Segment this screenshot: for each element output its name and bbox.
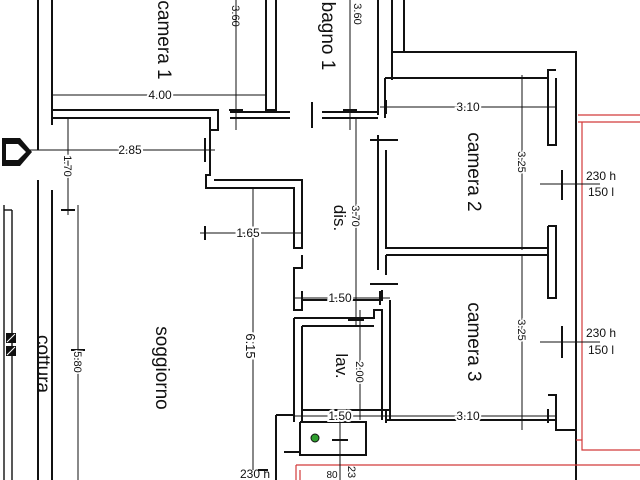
dim-bottom-small2: 80: [326, 470, 338, 480]
dim-cam2-width: 3.10: [456, 100, 480, 114]
window1-length: 150 l: [588, 185, 614, 199]
window2-length: 150 l: [588, 343, 614, 357]
dim-cam3-width: 3.10: [456, 409, 480, 423]
room-label-soggiorno: soggiorno: [151, 326, 172, 409]
dim-living-height: 6.15: [243, 333, 258, 358]
dim-entry-height: 1.70: [61, 155, 73, 176]
room-label-bagno1: bagno 1: [317, 2, 338, 71]
dim-cam2-height: 3.25: [515, 151, 527, 172]
dim-lav-width-bottom: 1.50: [328, 409, 352, 423]
window-labels: 230 h 150 l 230 h 150 l 230 h: [240, 169, 616, 480]
dim-bottom-small: 23: [345, 466, 357, 478]
room-label-cottura: cottura: [32, 335, 53, 394]
dim-dis-height: 3.70: [349, 205, 361, 226]
dim-lav-width-top: 1.50: [328, 291, 352, 305]
green-dot: [310, 433, 320, 443]
room-labels: camera 1 bagno 1 camera 2 camera 3 dis. …: [32, 0, 484, 409]
red-window-outlines: [295, 114, 640, 480]
room-label-camera2: camera 2: [463, 132, 484, 211]
walls: [3, 0, 577, 480]
dim-lav-height: 2.00: [353, 361, 365, 382]
room-label-camera1: camera 1: [153, 0, 174, 79]
dim-cam3-height: 3.25: [515, 319, 527, 340]
dim-camera1-width: 4.00: [148, 88, 172, 102]
entrance-arrow: [2, 138, 32, 166]
window2-height: 230 h: [586, 326, 616, 340]
appliance-squares: [6, 333, 16, 356]
room-label-camera3: camera 3: [463, 302, 484, 381]
dimension-labels: 4.00 3.60 3.60 2.85 1.70 5.80 1.65 6.15 …: [60, 3, 529, 480]
room-label-lav: lav.: [332, 353, 351, 378]
dim-bagno-height: 3.60: [351, 3, 363, 24]
room-label-dis: dis.: [330, 205, 349, 231]
dim-living-width: 1.65: [236, 226, 260, 240]
window1-height: 230 h: [586, 169, 616, 183]
dimension-lines: [30, 0, 600, 480]
dim-kitchen-height: 5.80: [71, 351, 83, 372]
dim-entry-width: 2.85: [118, 143, 142, 157]
window3-height: 230 h: [240, 467, 270, 480]
dim-camera1-height: 3.60: [229, 5, 241, 26]
